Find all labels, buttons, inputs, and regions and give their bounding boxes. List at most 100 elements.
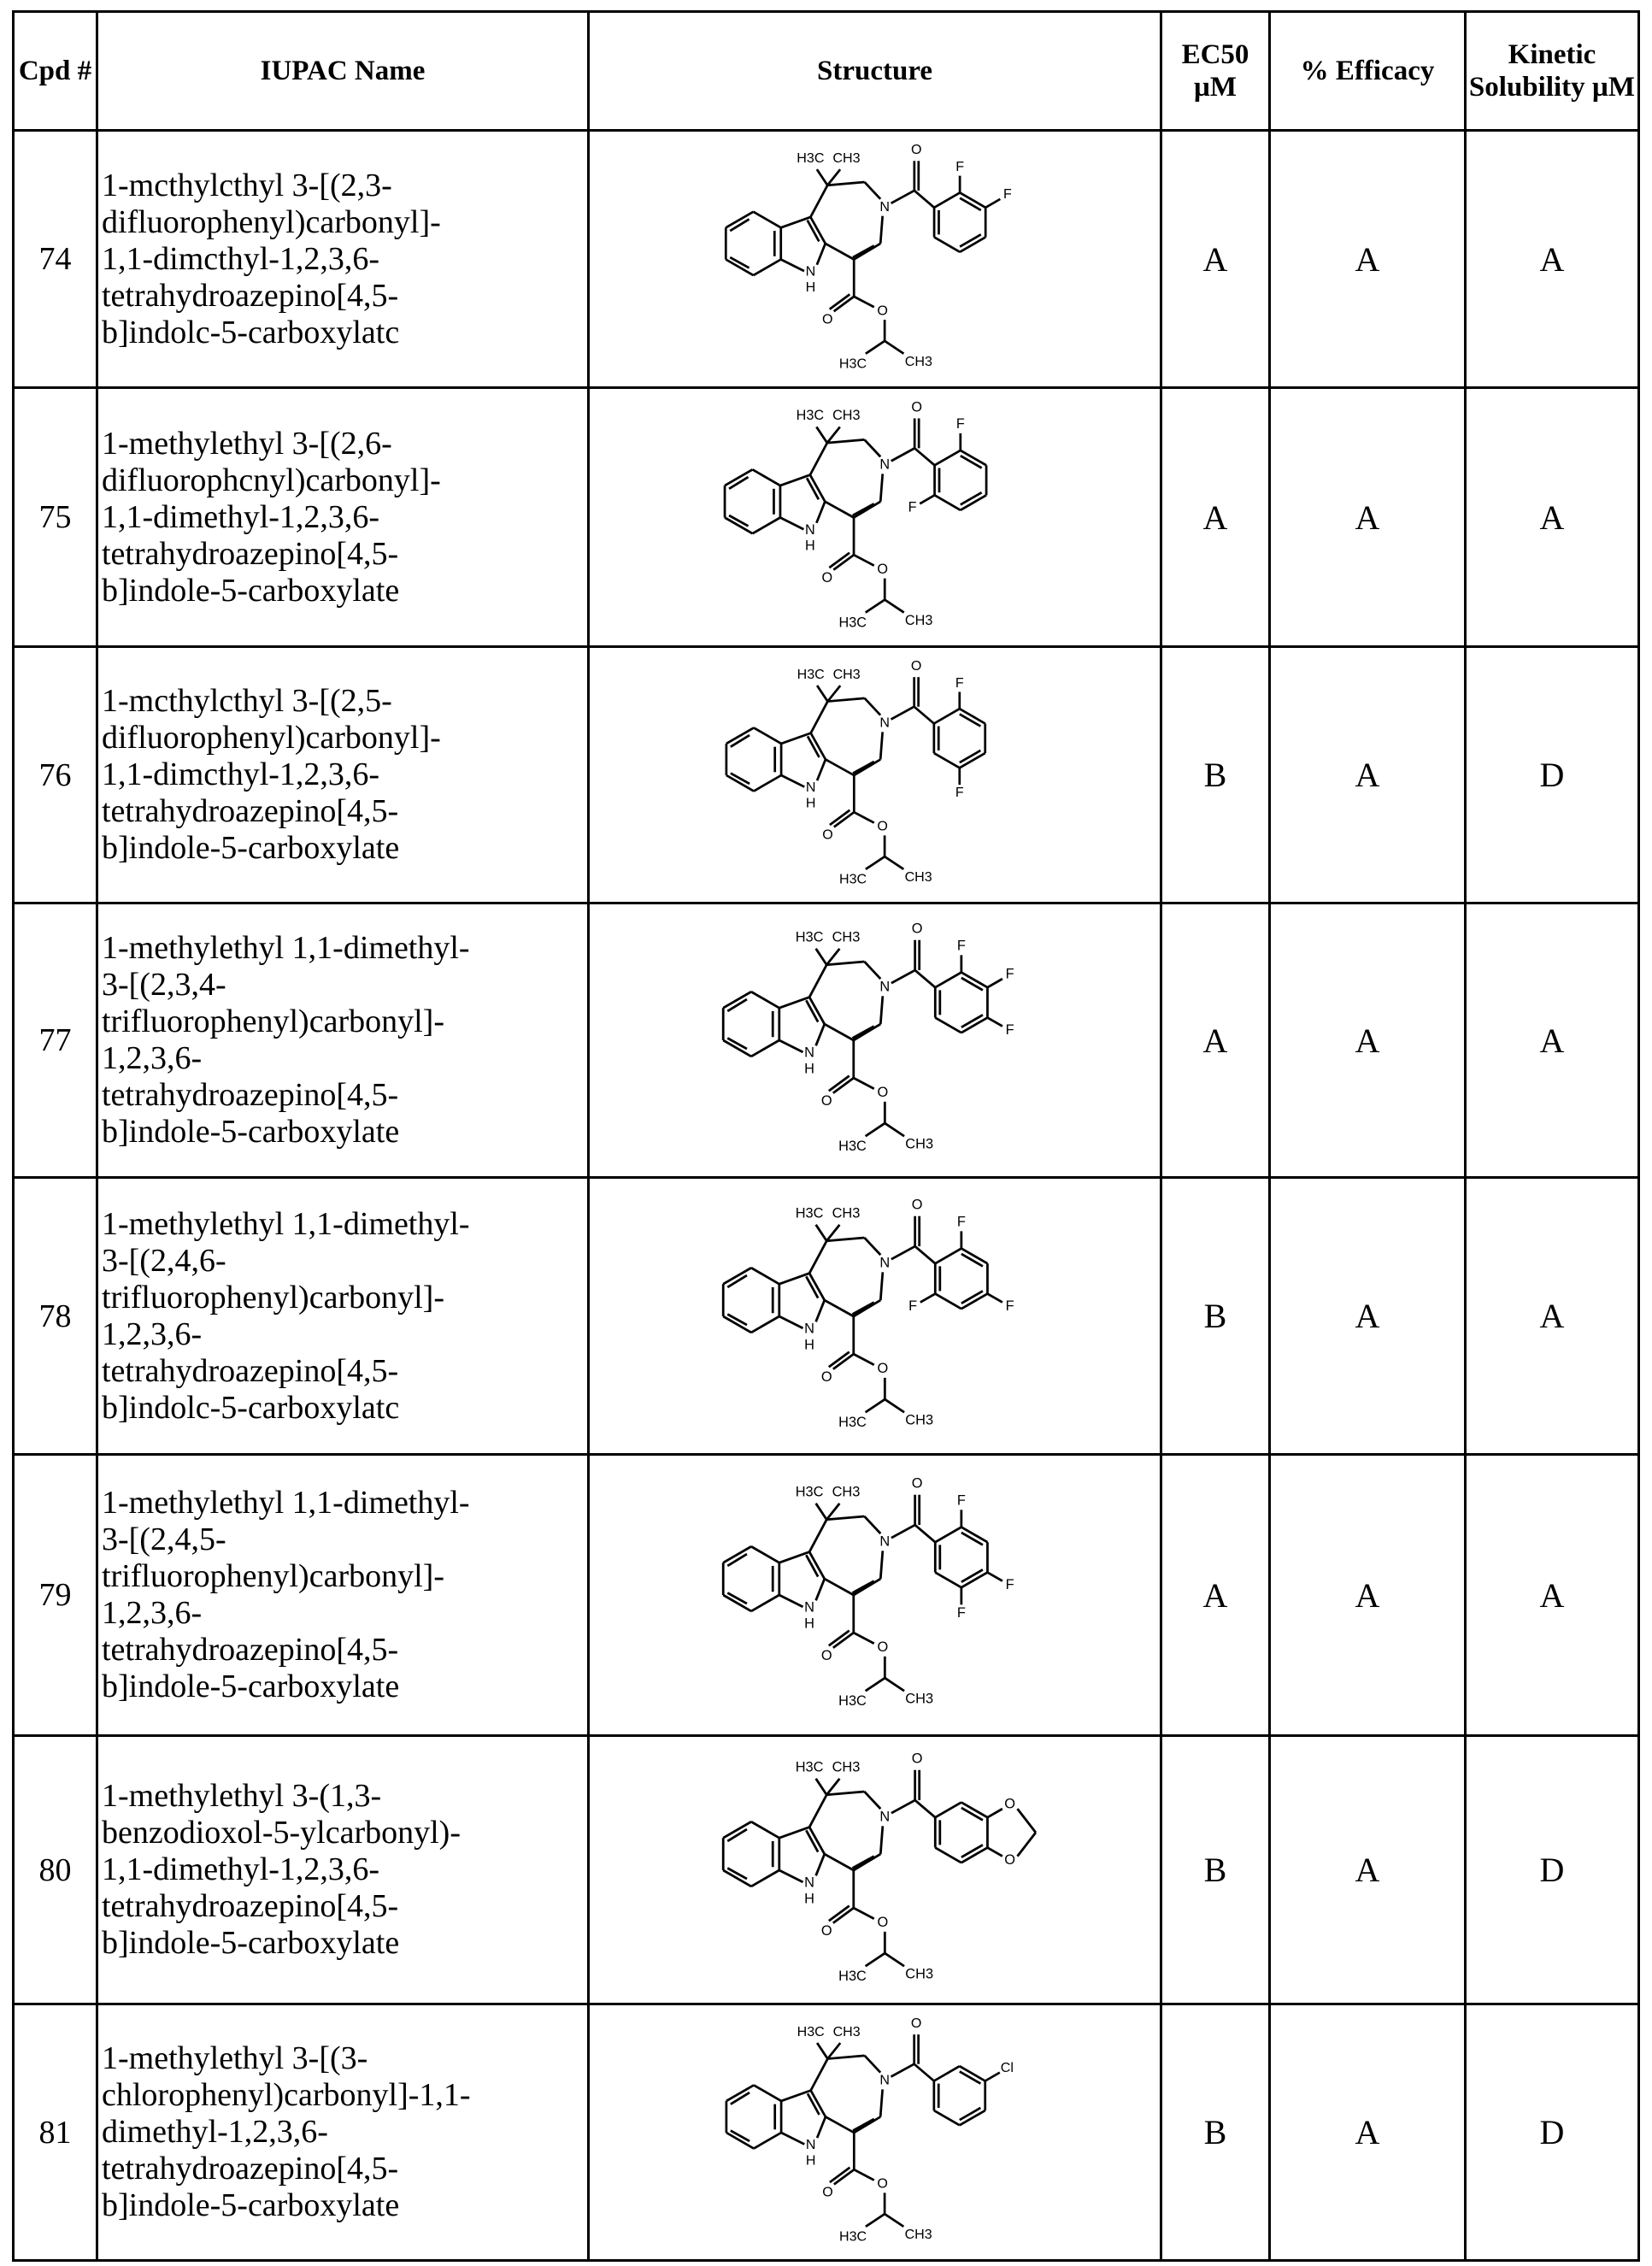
azepine-n-label: N [879,456,890,472]
bond [824,1300,853,1316]
ester-o-label: O [877,303,888,318]
structure-drawing: NHNH3CCH3OFFOOH3CCH3 [589,647,1161,903]
bond [779,1827,808,1838]
bond [810,701,827,733]
bond [826,1237,864,1240]
methyl-label: H3C [795,1205,823,1221]
bond [933,2066,959,2081]
ester-o-label: O [822,827,832,842]
bond [852,245,873,257]
bond [826,439,864,443]
iupac-name-line: 1,2,3,6- [102,1040,587,1077]
methyl-label: H3C [838,1693,867,1709]
efficacy-value: A [1270,1455,1466,1736]
bond [815,1224,826,1240]
chemical-structure: NHNH3CCH3OFFFOOH3CCH3 [653,1192,1097,1440]
bond [826,1516,864,1520]
iupac-name-line: difluorophenyl)carbonyl]- [102,720,587,756]
methyl-label: CH3 [832,150,860,166]
substituent-label: O [1004,1851,1015,1867]
iupac-name-line: 1-methylethyl 1,1-dimethyl- [102,1206,587,1243]
iupac-name: 1-methylethyl 1,1-dimethyl-3-[(2,3,4-tri… [97,903,589,1178]
table-row: 801-methylethyl 3-(1,3-benzodioxol-5-ylc… [14,1736,1639,2004]
bond [827,697,864,701]
bond [817,2043,827,2059]
bond [817,686,827,702]
bond [853,1908,873,1919]
substituent-label: F [908,499,916,515]
bond [827,686,840,702]
bond [853,1024,880,1040]
bond [920,495,934,503]
iupac-name-line: 1-methylethyl 3-(1,3- [102,1778,587,1815]
methyl-label: CH3 [832,1759,860,1775]
iupac-name-line: 1,2,3,6- [102,1316,587,1353]
ester-o-label: O [877,818,887,833]
bond [853,2118,874,2130]
indole-h-label: H [805,2152,815,2168]
indole-n-label: N [805,2137,815,2152]
iupac-name-line: benzodioxol-5-ylcarbonyl)- [102,1815,587,1851]
table-row: 771-methylethyl 1,1-dimethyl-3-[(2,3,4-t… [14,903,1639,1178]
bond [826,1224,839,1240]
iupac-name-line: tetrahydroazepino[4,5- [102,793,587,830]
bond [779,517,802,529]
methyl-label: CH3 [904,353,932,368]
bond [781,733,811,743]
bond [815,949,826,965]
bond [854,759,880,775]
bond [826,962,864,965]
methyl-label: CH3 [905,1412,933,1427]
bond [914,970,935,987]
indole-h-label: H [804,1616,814,1631]
bond [752,469,779,486]
bond [865,1953,885,1966]
ec50-value: A [1161,903,1270,1178]
ec50-value: A [1161,131,1270,388]
solubility-value: D [1466,2004,1639,2261]
methyl-label: H3C [795,930,823,945]
chemical-structure: NHNH3CCH3OFFOOH3CCH3 [653,654,1097,897]
table-row: 741-mcthylcthyl 3-[(2,3-difluorophenyl)c… [14,131,1639,388]
bond [865,1678,885,1691]
iupac-name-line: b]indolc-5-carboxylatc [102,315,587,351]
iupac-name-line: 1,2,3,6- [102,1595,587,1632]
bond [779,1870,802,1882]
bond [987,1018,1002,1027]
indole-h-label: H [805,280,815,295]
bond [880,996,883,1024]
bond [815,1778,826,1794]
indole-n-label: N [804,1045,814,1060]
carbonyl-o-label: O [910,658,920,674]
indole-n-label: N [805,780,815,795]
bond [935,1573,961,1588]
bond [885,599,903,612]
substituent-label: Cl [1000,2059,1013,2075]
substituent-label: F [1005,966,1014,981]
iupac-name-line: trifluorophenyl)carbonyl]- [102,1280,587,1316]
substituent-label: F [955,785,963,800]
compound-number: 75 [14,388,97,647]
bond [780,259,803,271]
bond [935,1527,961,1543]
bond [810,2058,827,2090]
bond [985,2072,999,2081]
solubility-value: A [1466,388,1639,647]
bond [751,1268,779,1284]
bond [754,727,781,744]
bond [809,1240,826,1273]
bond [825,501,854,517]
methyl-label: CH3 [905,1692,933,1707]
bond [816,501,825,522]
iupac-name-line: tetrahydroazepino[4,5- [102,536,587,573]
iupac-name-line: 1-methylethyl 1,1-dimethyl- [102,930,587,967]
iupac-name-line: 1-mcthylcthyl 3-[(2,3- [102,168,587,204]
bond [864,2055,880,2072]
methyl-label: H3C [795,1759,823,1775]
table-row: 791-methylethyl 1,1-dimethyl-3-[(2,4,5-t… [14,1455,1639,1736]
carbonyl-o-label: O [911,1197,922,1212]
bond [779,1595,802,1607]
bond [934,450,960,464]
substituent-label: F [908,1298,917,1313]
bond [754,2085,781,2101]
